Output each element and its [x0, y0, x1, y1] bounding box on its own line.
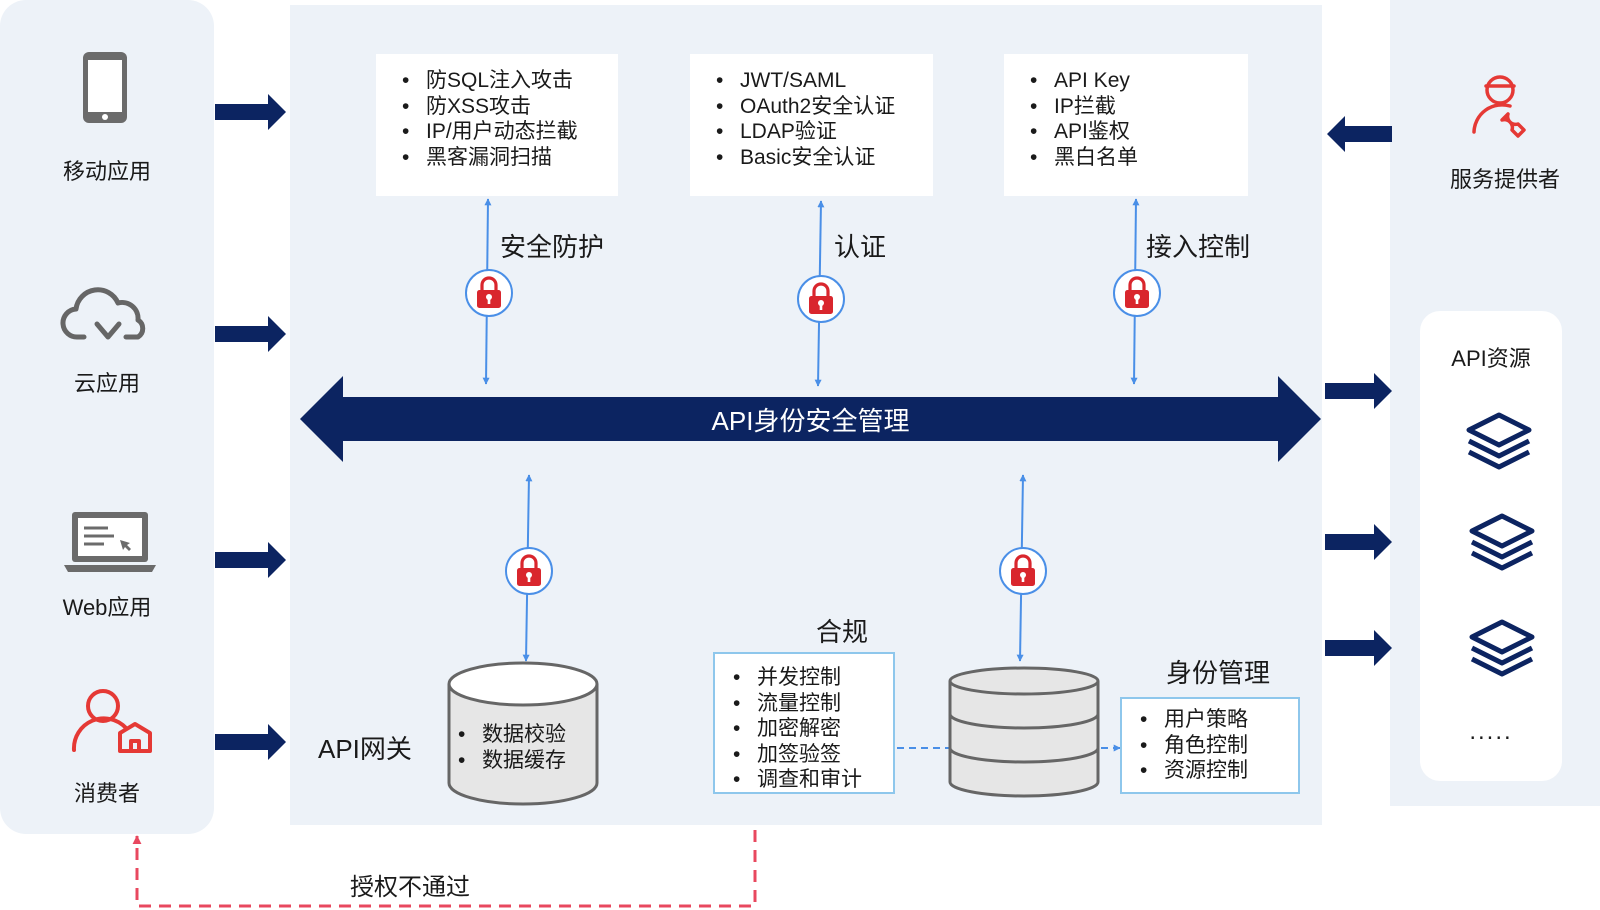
api-resources-more: ..... — [1469, 718, 1513, 745]
lock-icon-identity — [998, 546, 1048, 596]
list-item: 加签验签 — [733, 742, 883, 768]
api-resources-panel — [1420, 311, 1562, 781]
client-arrows — [215, 94, 286, 760]
identity-database-icon — [948, 666, 1100, 798]
list-item: 加密解密 — [733, 716, 883, 742]
lock-icon-gateway — [504, 546, 554, 596]
arrow-provider — [1327, 116, 1392, 152]
identity-box: 用户策略 角色控制 资源控制 — [1120, 697, 1300, 794]
list-item: 数据缓存 — [458, 748, 566, 774]
list-item: 防SQL注入攻击 — [402, 68, 600, 94]
security-protection-box: 防SQL注入攻击 防XSS攻击 IP/用户动态拦截 黑客漏洞扫描 — [376, 54, 618, 196]
arrow-mobile — [215, 94, 286, 130]
list-item: 防XSS攻击 — [402, 94, 600, 120]
auth-fail-label: 授权不通过 — [350, 874, 470, 901]
arrow-web — [215, 542, 286, 578]
lock-icon-access — [1112, 268, 1162, 318]
access-control-box: API Key IP拦截 API鉴权 黑白名单 — [1004, 54, 1248, 196]
gateway-label: API网关 — [318, 734, 412, 764]
central-bar-label: API身份安全管理 — [711, 406, 910, 436]
provider-label: 服务提供者 — [1449, 167, 1560, 192]
list-item: 资源控制 — [1140, 758, 1288, 784]
list-item: LDAP验证 — [716, 119, 915, 145]
list-item: 用户策略 — [1140, 707, 1288, 733]
arrow-cloud — [215, 316, 286, 352]
heading-access-control: 接入控制 — [1146, 232, 1251, 262]
client-label-mobile: 移动应用 — [62, 159, 151, 184]
lock-icon-auth — [796, 274, 846, 324]
central-double-arrow — [300, 376, 1321, 462]
laptop-icon — [64, 512, 156, 572]
list-item: IP/用户动态拦截 — [402, 119, 600, 145]
list-item: 并发控制 — [733, 665, 883, 691]
heading-identity: 身份管理 — [1166, 658, 1271, 688]
api-resource-stack-icon — [1472, 516, 1532, 568]
list-item: API Key — [1030, 68, 1230, 94]
heading-security-protection: 安全防护 — [500, 232, 605, 262]
client-panel — [0, 0, 214, 834]
list-item: Basic安全认证 — [716, 145, 915, 171]
list-item: API鉴权 — [1030, 119, 1230, 145]
api-resource-stack-icon — [1469, 415, 1529, 467]
compliance-box: 并发控制 流量控制 加密解密 加签验签 调查和审计 — [713, 652, 895, 794]
client-label-cloud: 云应用 — [73, 371, 140, 396]
api-resource-stack-icon — [1472, 622, 1532, 674]
list-item: 黑白名单 — [1030, 145, 1230, 171]
lock-icon-security — [464, 268, 514, 318]
resource-arrows — [1325, 373, 1392, 666]
mobile-phone-icon — [83, 52, 127, 123]
service-provider-icon — [1472, 75, 1526, 138]
list-item: 角色控制 — [1140, 733, 1288, 759]
api-resources-title: API资源 — [1451, 346, 1531, 371]
list-item: OAuth2安全认证 — [716, 94, 915, 120]
client-label-consumer: 消费者 — [73, 781, 140, 806]
list-item: 调查和审计 — [733, 767, 883, 793]
list-item: 流量控制 — [733, 691, 883, 717]
authentication-box: JWT/SAML OAuth2安全认证 LDAP验证 Basic安全认证 — [690, 54, 933, 196]
list-item: JWT/SAML — [716, 68, 915, 94]
heading-compliance: 合规 — [816, 617, 869, 647]
heading-authentication: 认证 — [834, 232, 887, 262]
arrow-consumer — [215, 724, 286, 760]
cloud-app-icon — [60, 287, 146, 340]
list-item: 黑客漏洞扫描 — [402, 145, 600, 171]
client-label-web: Web应用 — [62, 595, 152, 620]
auth-fail-path — [132, 830, 757, 908]
consumer-user-icon — [71, 689, 152, 753]
list-item: IP拦截 — [1030, 94, 1230, 120]
gateway-features: 数据校验 数据缓存 — [458, 722, 566, 773]
list-item: 数据校验 — [458, 722, 566, 748]
